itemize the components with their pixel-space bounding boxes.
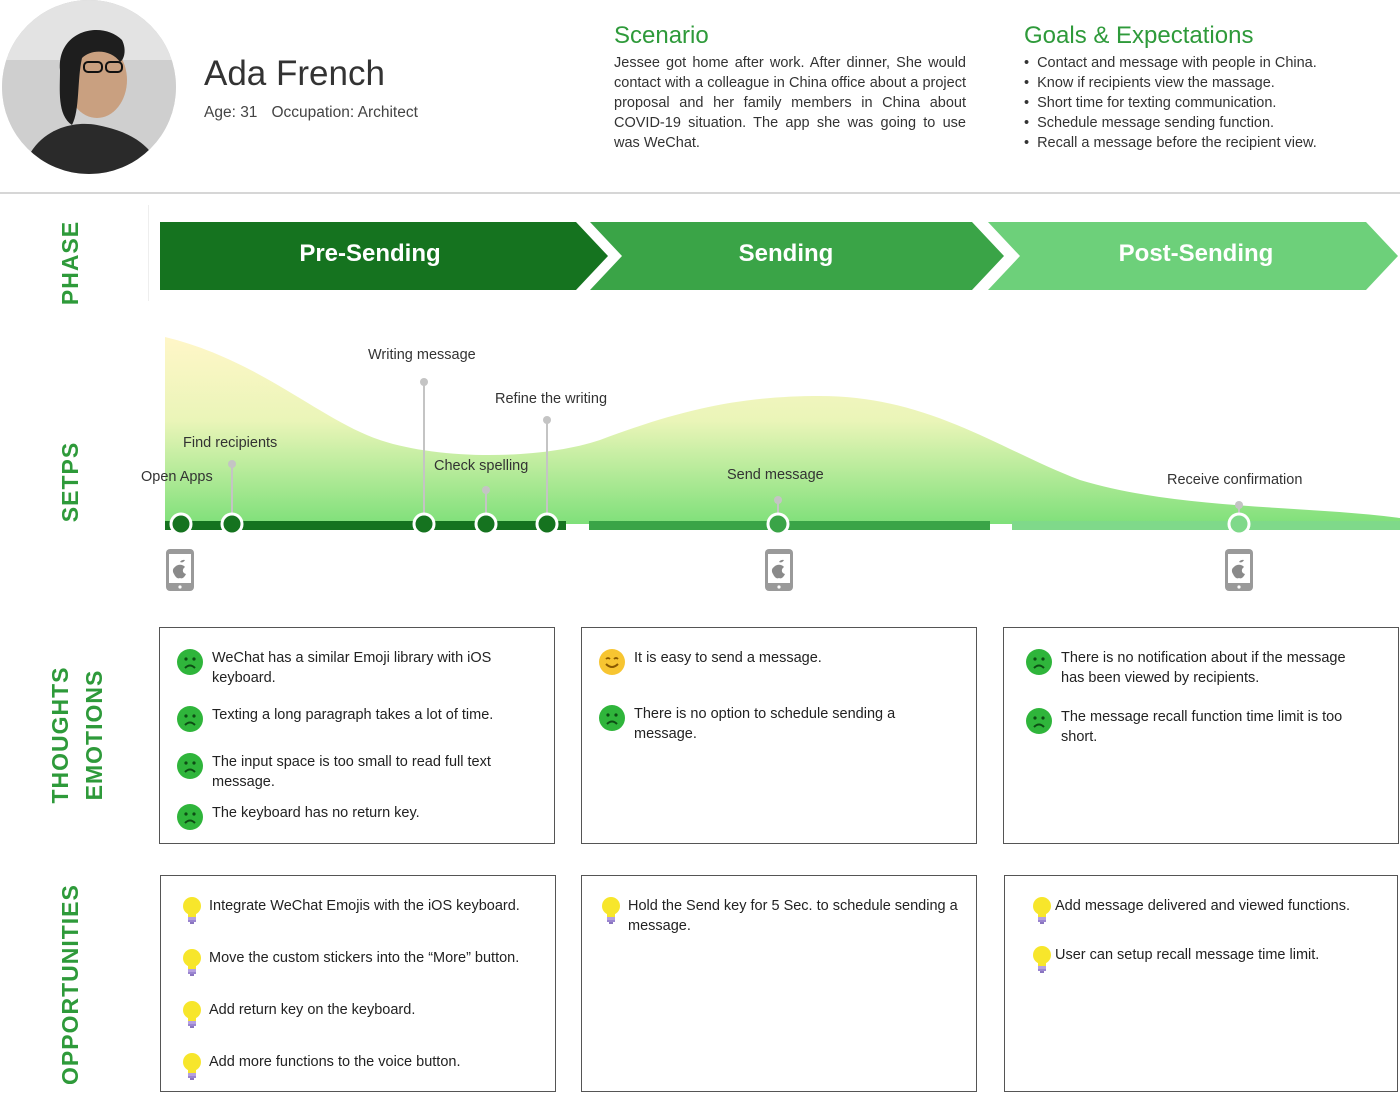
opportunities-card-presending: Integrate WeChat Emojis with the iOS key… [160,875,556,1092]
goal-item: Schedule message sending function. [1024,113,1394,133]
thought-text: The keyboard has no return key. [212,805,420,821]
sad-face-icon [1025,707,1053,741]
step-node-open-apps [169,512,193,536]
sad-face-icon [176,705,204,739]
phone-icon [765,549,793,591]
thought-item: Texting a long paragraph takes a lot of … [176,705,526,739]
opportunity-text: User can setup recall message time limit… [1055,947,1320,963]
step-label-find-recipients: Find recipients [183,435,278,451]
opportunity-item: Add return key on the keyboard. [181,1000,551,1036]
thought-item: There is no notification about if the me… [1025,648,1355,688]
thought-item: It is easy to send a message. [598,648,948,682]
phase-arrow-presending [160,222,608,290]
thought-text: There is no option to schedule sending a… [634,706,896,742]
opportunity-text: Move the custom stickers into the “More”… [209,950,520,966]
step-label-send: Send message [727,467,824,483]
thought-item: The input space is too small to read ful… [176,752,526,792]
step-label-receive: Receive confirmation [1167,472,1303,488]
phone-icon [166,549,194,591]
goals-list: Contact and message with people in China… [1024,53,1394,153]
step-node-writing [412,512,436,536]
thought-text: WeChat has a similar Emoji library with … [212,650,492,686]
opportunity-item: Move the custom stickers into the “More”… [181,948,551,984]
opportunity-item: Hold the Send key for 5 Sec. to schedule… [600,896,965,936]
sad-face-icon [176,752,204,786]
opportunity-text: Add return key on the keyboard. [209,1002,416,1018]
scenario-title: Scenario [614,22,709,49]
timeline-bar-presending [165,521,566,530]
lightbulb-icon [1031,896,1053,932]
step-node-check-spelling [474,512,498,536]
phase-arrow-postsending [988,222,1398,290]
thought-text: The message recall function time limit i… [1061,709,1343,745]
step-node-send [766,512,790,536]
goal-item: Short time for texting communication. [1024,93,1394,113]
opportunity-item: Add more functions to the voice button. [181,1052,551,1088]
thought-text: There is no notification about if the me… [1061,650,1346,686]
row-label-phase-wrap [0,205,149,301]
phase-arrow-sending [590,222,1004,290]
thought-item: The message recall function time limit i… [1025,707,1355,747]
opportunity-item: User can setup recall message time limit… [1031,945,1391,981]
goal-item: Contact and message with people in China… [1024,53,1394,73]
step-node-find-recipients [220,512,244,536]
header-divider [0,192,1400,194]
sad-face-icon [176,648,204,682]
lightbulb-icon [181,1000,203,1036]
thought-text: It is easy to send a message. [634,650,822,666]
persona-avatar [2,0,176,174]
timeline-bar-sending [589,521,990,530]
opportunities-card-postsending: Add message delivered and viewed functio… [1004,875,1398,1092]
step-label-writing: Writing message [368,347,476,363]
goals-title: Goals & Expectations [1024,22,1254,49]
opportunity-text: Hold the Send key for 5 Sec. to schedule… [628,898,958,934]
phase-label-sending: Sending [738,240,834,267]
opportunities-card-sending: Hold the Send key for 5 Sec. to schedule… [581,875,977,1092]
row-label-thoughts: THOUGHTS [47,666,73,804]
persona-age: Age: 31 [204,104,258,121]
smiling-face-icon [598,648,626,682]
sad-face-icon [598,704,626,738]
step-node-refine [535,512,559,536]
step-label-open-apps: Open Apps [141,469,213,485]
journey-curve [165,337,1400,591]
row-label-emotions: EMOTIONS [81,669,107,801]
sad-face-icon [176,803,204,837]
lightbulb-icon [181,896,203,932]
persona-name: Ada French [204,54,385,93]
opportunity-item: Add message delivered and viewed functio… [1031,896,1391,932]
thought-text: The input space is too small to read ful… [212,754,491,790]
opportunity-text: Integrate WeChat Emojis with the iOS key… [209,898,520,914]
thoughts-card-sending: It is easy to send a message. There is n… [581,627,977,844]
opportunity-item: Integrate WeChat Emojis with the iOS key… [181,896,551,932]
thought-item: There is no option to schedule sending a… [598,704,948,744]
thought-item: WeChat has a similar Emoji library with … [176,648,526,688]
emotion-area [165,337,1400,524]
phone-icon [1225,549,1253,591]
row-label-opportunities: OPPORTUNITIES [57,884,83,1085]
opportunity-text: Add message delivered and viewed functio… [1055,898,1351,914]
phase-label-presending: Pre-Sending [299,240,441,267]
phase-label-postsending: Post-Sending [1118,240,1274,267]
lightbulb-icon [181,948,203,984]
thought-item: The keyboard has no return key. [176,803,526,837]
lightbulb-icon [600,896,622,932]
lightbulb-icon [1031,945,1053,981]
lightbulb-icon [181,1052,203,1088]
persona-meta: Age: 31 Occupation: Architect [204,104,418,122]
thoughts-card-presending: WeChat has a similar Emoji library with … [159,627,555,844]
goal-item: Recall a message before the recipient vi… [1024,133,1394,153]
goal-item: Know if recipients view the massage. [1024,73,1394,93]
phase-arrows [160,222,1398,290]
thoughts-card-postsending: There is no notification about if the me… [1003,627,1399,844]
thought-text: Texting a long paragraph takes a lot of … [212,707,494,723]
timeline-bar-postsending [1012,521,1400,530]
step-label-refine: Refine the writing [495,391,608,407]
sad-face-icon [1025,648,1053,682]
persona-occupation: Occupation: Architect [271,104,418,121]
scenario-text: Jessee got home after work. After dinner… [614,55,966,151]
step-node-receive [1227,512,1251,536]
opportunity-text: Add more functions to the voice button. [209,1054,461,1070]
step-label-check-spelling: Check spelling [434,458,529,474]
